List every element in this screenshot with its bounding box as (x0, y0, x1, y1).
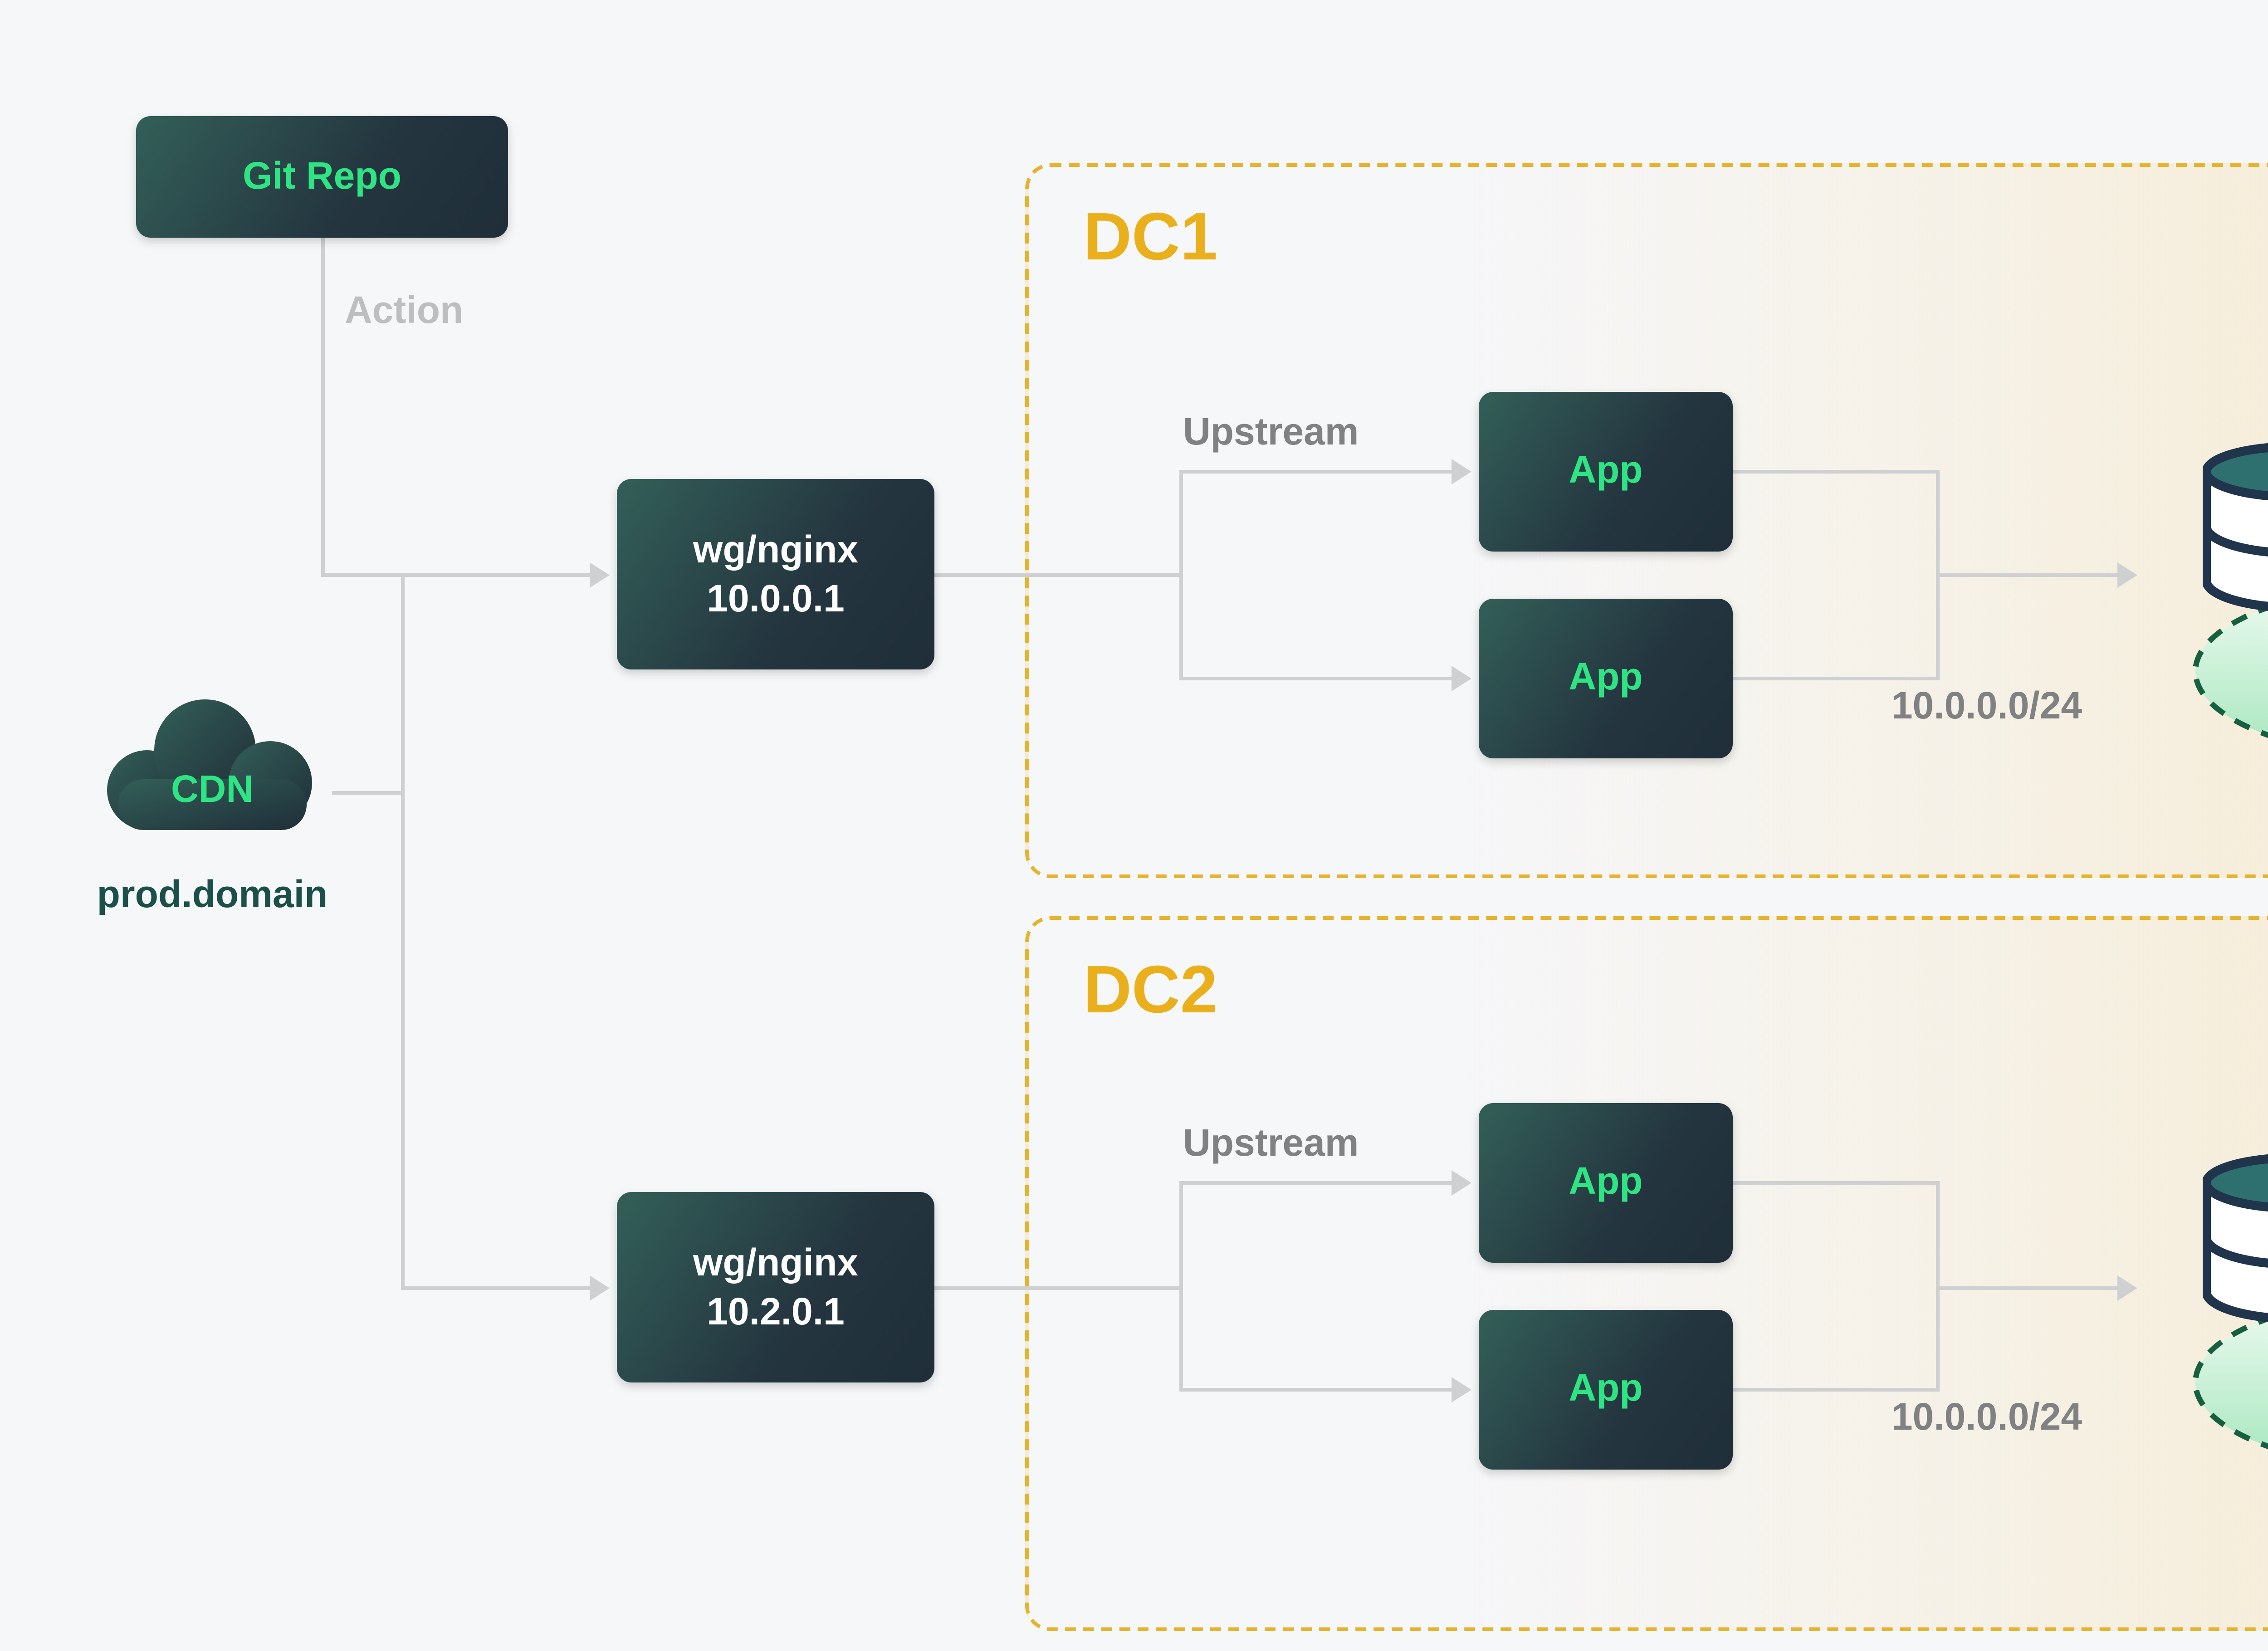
app-node: App (1479, 1310, 1733, 1470)
dc1-label: DC1 (1083, 200, 1218, 274)
connector-line (1179, 1181, 1183, 1392)
wg-nginx-dc1-node: wg/nginx 10.0.0.1 (617, 479, 934, 669)
cdn-label: CDN (171, 769, 254, 811)
wg-nginx-dc2-node: wg/nginx 10.2.0.1 (617, 1192, 934, 1382)
upstream-label: Upstream (1183, 1123, 1359, 1165)
dc2-label: DC2 (1083, 952, 1218, 1027)
connector-line (321, 573, 590, 577)
connector-line (321, 238, 325, 575)
connector-line (934, 1286, 1181, 1290)
arrowhead-icon (590, 1275, 610, 1301)
connector-line (1733, 470, 1940, 474)
arrowhead-icon (1452, 1170, 1471, 1196)
dbs-label: DBs (2177, 1480, 2268, 1524)
router-ip: 10.0.0.1 (707, 578, 845, 620)
connector-line (1179, 470, 1183, 680)
app-node: App (1479, 1103, 1733, 1263)
arrowhead-icon (1452, 459, 1471, 484)
arrowhead-icon (1452, 666, 1471, 691)
app-node: App (1479, 599, 1733, 758)
cdn-domain-label: prod.domain (97, 874, 328, 916)
subnet-label: 10.0.0.0/24 (1891, 686, 2082, 728)
dc2-region: DC2 (1025, 916, 2268, 1631)
connector-line (332, 791, 405, 795)
db-cluster-icon (2193, 1114, 2268, 1450)
connector-line (401, 573, 405, 1290)
subnet-label: 10.0.0.0/24 (1891, 1397, 2082, 1439)
connector-line (401, 1286, 590, 1290)
arrowhead-icon (590, 562, 610, 588)
connector-line (1733, 1181, 1940, 1185)
arrowhead-icon (2117, 1275, 2137, 1301)
connector-line (1733, 677, 1940, 680)
upstream-label: Upstream (1183, 412, 1359, 454)
router-name: wg/nginx (693, 529, 858, 571)
arrowhead-icon (2117, 562, 2137, 588)
arrowhead-icon (1452, 1377, 1471, 1402)
db-cluster-icon (2193, 403, 2268, 738)
app-label: App (1569, 1161, 1643, 1203)
router-name: wg/nginx (693, 1242, 858, 1284)
connector-line (1733, 1388, 1940, 1392)
router-ip: 10.2.0.1 (707, 1291, 845, 1333)
connector-line (1179, 1388, 1452, 1392)
app-node: App (1479, 392, 1733, 552)
connector-line (1179, 1181, 1452, 1185)
connector-line (1179, 677, 1452, 680)
action-label: Action (345, 290, 464, 332)
git-repo-node: Git Repo (136, 116, 508, 238)
app-label: App (1569, 1368, 1643, 1410)
git-repo-label: Git Repo (243, 155, 401, 197)
app-label: App (1569, 657, 1643, 698)
connector-line (1179, 470, 1452, 474)
connector-line (1936, 573, 2117, 577)
app-label: App (1569, 450, 1643, 492)
connector-line (934, 573, 1181, 577)
connector-line (1936, 1286, 2117, 1290)
cdn-cloud-icon (107, 699, 312, 830)
dbs-label: DBs (2177, 769, 2268, 813)
